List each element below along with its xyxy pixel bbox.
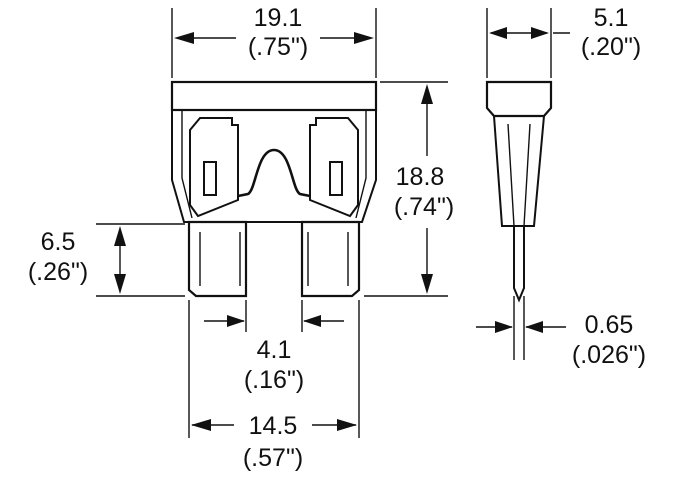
dim-blade-width bbox=[204, 315, 344, 327]
fuse-front-view bbox=[170, 80, 378, 298]
dim-width-top bbox=[174, 32, 374, 44]
fuse-top-cap bbox=[170, 80, 378, 112]
fuse-side-view bbox=[485, 80, 553, 303]
dim-blade-length bbox=[114, 226, 126, 294]
dim-thickness-top bbox=[489, 27, 570, 39]
fuse-right-blade bbox=[300, 220, 361, 298]
fuse-right-slot bbox=[329, 161, 343, 196]
fuse-body-inner-right bbox=[355, 110, 367, 219]
fuse-left-slot bbox=[203, 161, 217, 196]
fuse-side-cap bbox=[485, 80, 553, 118]
thickness-top-mm: 5.1 bbox=[594, 4, 629, 32]
dim-blade-thickness bbox=[476, 321, 566, 333]
fuse-element bbox=[237, 148, 311, 198]
fuse-body-inner-left bbox=[181, 110, 193, 219]
fuse-left-terminal-plate bbox=[189, 117, 239, 218]
width-top-mm: 19.1 bbox=[254, 4, 303, 32]
height-body-mm: 18.8 bbox=[396, 163, 445, 191]
fuse-side-blade bbox=[513, 226, 525, 303]
blade-length-in: (.26") bbox=[28, 258, 88, 286]
blade-thickness-in: (.026") bbox=[572, 341, 646, 369]
blade-span-mm: 14.5 bbox=[249, 412, 298, 440]
blade-thickness-mm: 0.65 bbox=[585, 311, 634, 339]
fuse-side-inner bbox=[507, 123, 531, 227]
blade-width-mm: 4.1 bbox=[257, 336, 292, 364]
fuse-right-terminal-plate bbox=[309, 117, 359, 218]
blade-width-in: (.16") bbox=[244, 366, 304, 394]
fuse-side-body bbox=[493, 115, 545, 227]
extension-lines bbox=[96, 8, 552, 438]
dim-blade-span bbox=[191, 419, 357, 431]
width-top-in: (.75") bbox=[248, 33, 308, 61]
dim-height-body bbox=[421, 84, 433, 294]
height-body-in: (.74") bbox=[394, 193, 454, 221]
blade-length-mm: 6.5 bbox=[41, 228, 76, 256]
thickness-top-in: (.20") bbox=[581, 33, 641, 61]
fuse-left-blade bbox=[187, 220, 248, 298]
fuse-body bbox=[171, 110, 377, 223]
blade-span-in: (.57") bbox=[243, 444, 303, 472]
